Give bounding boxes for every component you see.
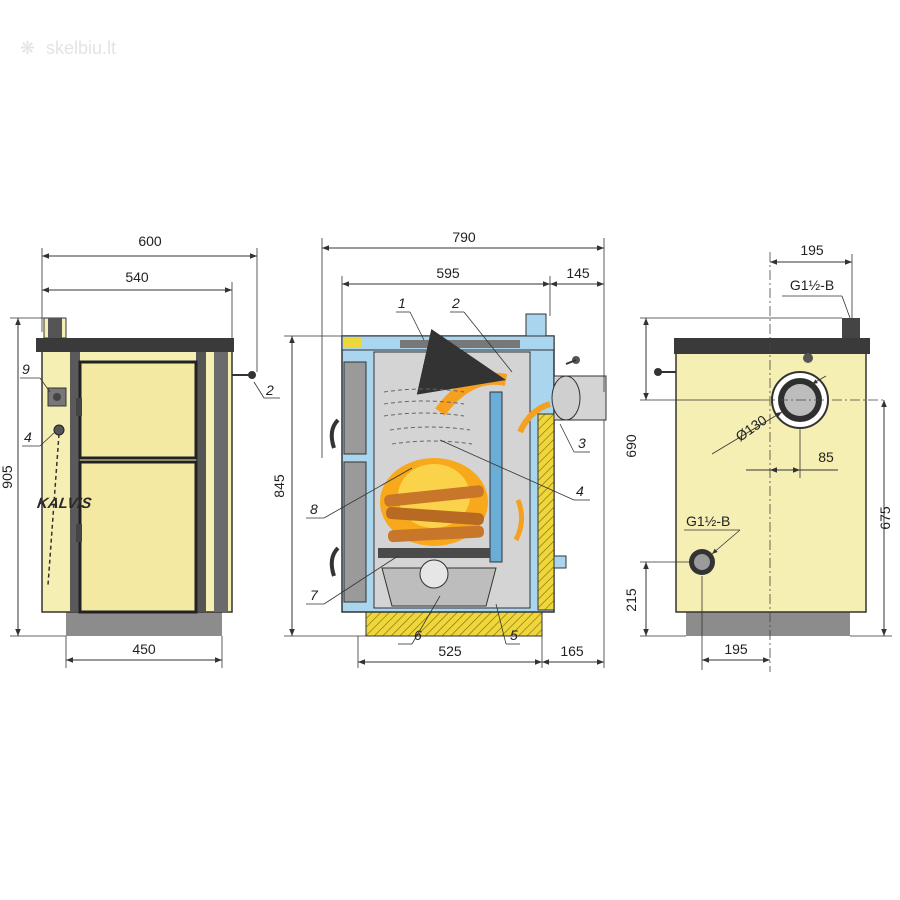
front-base bbox=[66, 612, 222, 636]
dim-790-label: 790 bbox=[452, 229, 476, 245]
label-g1-top: G1½-B bbox=[790, 277, 834, 293]
callout-2: 2 bbox=[265, 382, 274, 398]
callout-7: 7 bbox=[310, 587, 319, 603]
front-upper-door bbox=[78, 360, 198, 460]
section-view: 1 2 3 4 5 6 7 8 790 595 145 bbox=[271, 229, 607, 668]
callout-6: 6 bbox=[414, 627, 422, 643]
dim-595-label: 595 bbox=[436, 265, 460, 281]
callout-3: 3 bbox=[578, 435, 586, 451]
dim-675-label: 675 bbox=[877, 506, 893, 530]
dim-450-label: 450 bbox=[132, 641, 156, 657]
dim-905-label: 905 bbox=[0, 465, 15, 489]
callout-9: 9 bbox=[22, 361, 30, 377]
section-grate bbox=[378, 548, 490, 558]
watermark-icon: ❋ bbox=[20, 38, 35, 58]
front-view: KALVIS 9 4 2 600 540 905 450 bbox=[0, 233, 280, 668]
upper-door-handle bbox=[329, 418, 340, 449]
draft-regulator-knob bbox=[53, 424, 65, 436]
front-lower-door bbox=[78, 460, 198, 614]
side-base bbox=[686, 612, 850, 636]
side-top-connection bbox=[842, 318, 860, 338]
callout-5: 5 bbox=[510, 627, 518, 643]
dim-195-bottom-label: 195 bbox=[724, 641, 748, 657]
watermark-text: skelbiu.lt bbox=[46, 38, 116, 58]
front-top-plate bbox=[36, 338, 234, 352]
wood-log bbox=[384, 485, 484, 507]
dim-690-label: 690 bbox=[623, 434, 639, 458]
callout-2-section: 2 bbox=[451, 295, 460, 311]
callout-8: 8 bbox=[310, 501, 318, 517]
dim-540-label: 540 bbox=[125, 269, 149, 285]
dim-195-top-label: 195 bbox=[800, 242, 824, 258]
callout-4: 4 bbox=[24, 429, 32, 445]
watermark: ❋ skelbiu.lt bbox=[20, 38, 116, 58]
gas-flow-arrow bbox=[416, 329, 508, 416]
dim-165-label: 165 bbox=[560, 643, 584, 659]
dim-525-label: 525 bbox=[438, 643, 462, 659]
side-view: 195 G1½-B 690 Ø130 85 675 G1½-B 215 195 bbox=[623, 242, 893, 672]
side-top-plate bbox=[674, 338, 870, 354]
dim-85-label: 85 bbox=[818, 449, 834, 465]
callout-4-section: 4 bbox=[576, 483, 584, 499]
lower-door-handle bbox=[329, 546, 340, 577]
callout-1: 1 bbox=[398, 295, 406, 311]
section-base bbox=[365, 611, 543, 637]
dim-600-label: 600 bbox=[138, 233, 162, 249]
section-lower-door bbox=[343, 461, 367, 603]
section-upper-door bbox=[343, 361, 367, 455]
section-insulation bbox=[537, 413, 555, 611]
dim-845-label: 845 bbox=[271, 474, 287, 498]
dim-215-label: 215 bbox=[623, 588, 639, 612]
brand-label: KALVIS bbox=[36, 495, 93, 512]
label-g1-bottom: G1½-B bbox=[686, 513, 730, 529]
dim-145-label: 145 bbox=[566, 265, 590, 281]
